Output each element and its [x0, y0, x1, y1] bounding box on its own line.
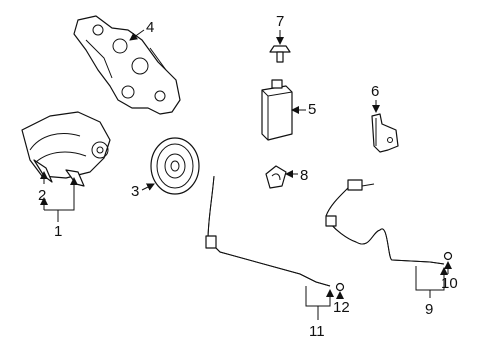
- hose-clamp: [265, 165, 287, 189]
- power-steering-pump: [21, 111, 111, 187]
- callout-9: 9: [425, 301, 433, 318]
- pressure-hose: [205, 175, 331, 287]
- callout-7: 7: [276, 13, 284, 30]
- seal-o-ring-10: [443, 251, 453, 261]
- callout-2: 2: [38, 187, 46, 204]
- reservoir-cap: [269, 45, 291, 63]
- fluid-reservoir: [261, 79, 293, 141]
- callout-5: 5: [308, 101, 316, 118]
- leader-line-3: [141, 183, 155, 191]
- callout-1: 1: [54, 223, 62, 240]
- callout-8: 8: [300, 167, 308, 184]
- reservoir-bracket: [371, 113, 399, 153]
- callout-10: 10: [441, 275, 458, 292]
- leader-line-4: [129, 29, 145, 41]
- callout-12: 12: [333, 299, 350, 316]
- callout-3: 3: [131, 183, 139, 200]
- callout-4: 4: [146, 19, 154, 36]
- leader-line-1: [44, 178, 74, 222]
- mounting-bracket: [73, 15, 181, 115]
- callout-11: 11: [309, 323, 325, 340]
- leader-line-9: [415, 266, 444, 298]
- callout-6: 6: [371, 83, 379, 100]
- pump-pulley: [150, 137, 200, 195]
- leader-line-11: [305, 286, 330, 320]
- return-hose: [325, 179, 445, 265]
- seal-o-ring-12: [335, 282, 345, 292]
